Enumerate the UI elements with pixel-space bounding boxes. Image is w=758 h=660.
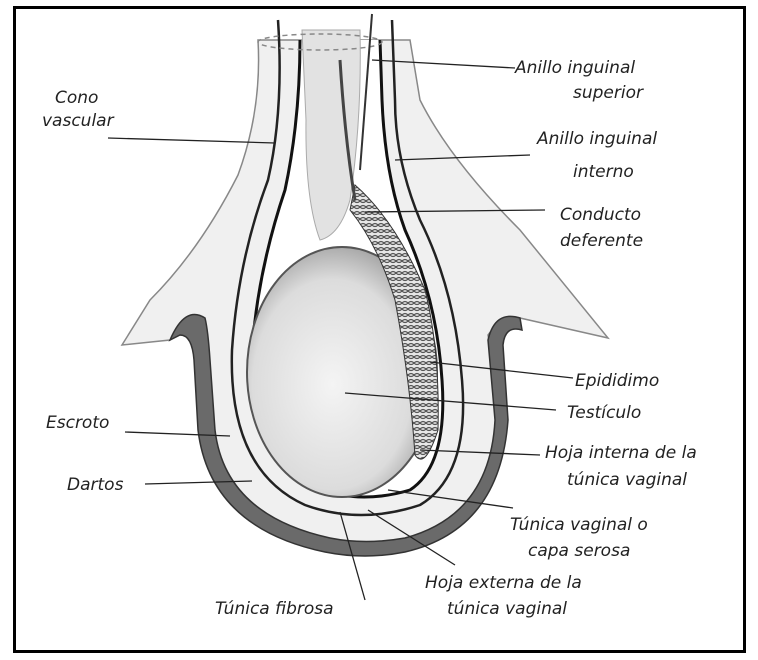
label-tunica-vaginal-line2: capa serosa [528,541,630,561]
label-escroto: Escroto [46,413,109,433]
label-tunica-vaginal-line1: Túnica vaginal o [510,515,648,535]
label-hoja-externa-line1: Hoja externa de la [425,573,582,593]
label-conducto-line1: Conducto [560,205,641,225]
label-hoja-externa-line2: túnica vaginal [447,599,567,619]
label-anillo-superior-line2: superior [573,83,644,103]
label-epididimo: Epididimo [575,371,659,391]
label-testiculo: Testículo [567,403,641,423]
label-anillo-interno-line2: interno [573,162,634,182]
label-tunica-fibrosa: Túnica fibrosa [215,599,334,619]
label-anillo-superior-line1: Anillo inguinal [514,58,635,78]
label-anillo-interno-line1: Anillo inguinal [536,129,657,149]
label-hoja-interna-line2: túnica vaginal [567,470,687,490]
label-cono-line1: Cono [55,88,98,108]
label-conducto-line2: deferente [560,231,643,251]
label-dartos: Dartos [67,475,124,495]
label-hoja-interna-line1: Hoja interna de la [545,443,697,463]
label-cono-line2: vascular [42,111,115,131]
